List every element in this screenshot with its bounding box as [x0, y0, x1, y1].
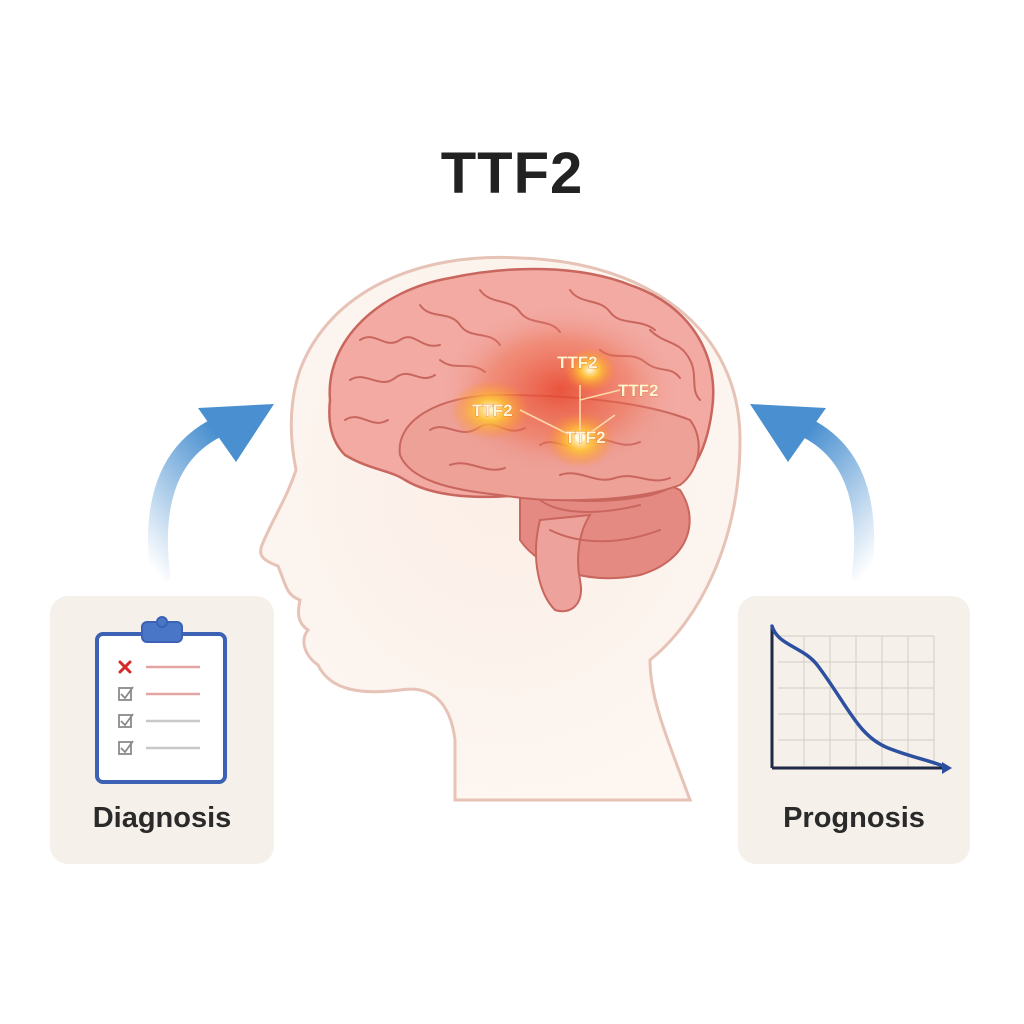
prognosis-label: Prognosis: [783, 802, 925, 834]
declining-curve-chart-icon: [770, 624, 952, 774]
brain-marker-label: TTF2: [565, 428, 606, 447]
diagram-title: TTF2: [440, 141, 584, 206]
right-curved-arrow: [750, 404, 875, 585]
clipboard-checklist-icon: [95, 616, 227, 784]
diagnosis-label: Diagnosis: [92, 802, 232, 834]
brain-marker-label: TTF2: [557, 353, 598, 372]
brain-marker-label: TTF2: [618, 381, 659, 400]
brain-illustration: [328, 267, 715, 613]
left-curved-arrow: [147, 404, 274, 585]
diagnosis-card: Diagnosis: [50, 596, 274, 864]
brain-marker-label: TTF2: [472, 401, 513, 420]
prognosis-card: Prognosis: [738, 596, 970, 864]
